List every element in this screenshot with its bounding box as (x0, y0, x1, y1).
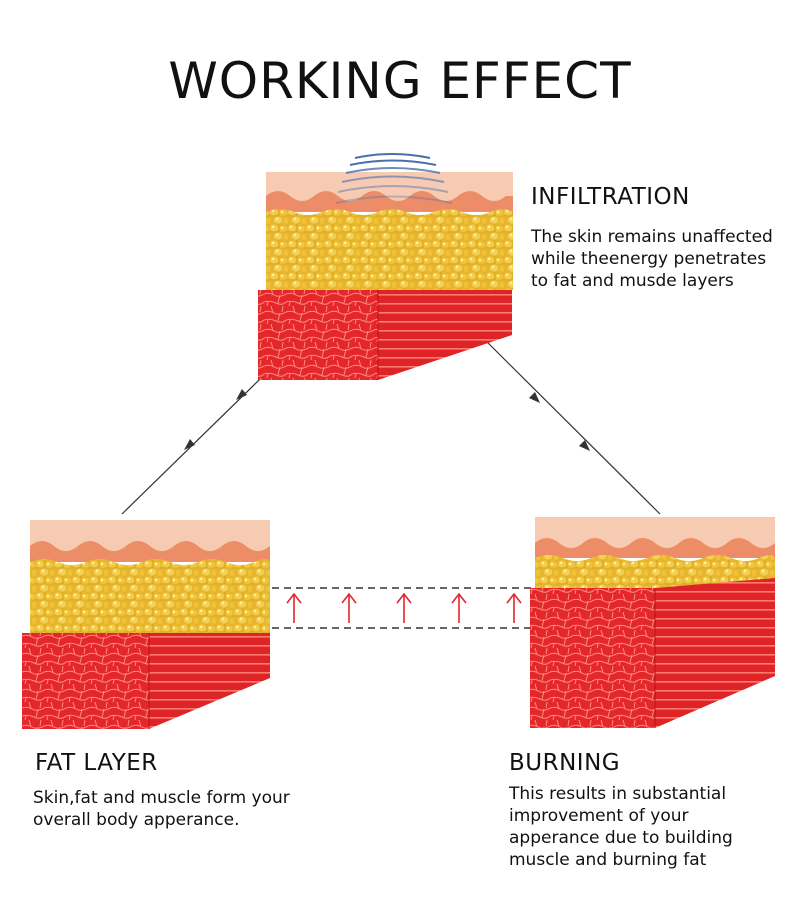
up-arrow-icon (286, 592, 302, 623)
infiltration-line: while theenergy penetrates (531, 249, 767, 269)
infiltration-heading: INFILTRATION (531, 184, 690, 210)
burning-line: muscle and burning fat (509, 850, 707, 870)
up-arrow-icon (396, 592, 412, 623)
burning-line: improvement of your (509, 806, 689, 826)
burning-description: This results in substantial improvement … (509, 783, 779, 871)
burning-line: apperance due to building (509, 828, 733, 848)
triangle-arrowhead-icon (579, 440, 590, 451)
ultrasound-wave-icon (335, 153, 453, 204)
infiltration-tissue-block (258, 153, 513, 380)
infiltration-description: The skin remains unaffected while theene… (531, 226, 791, 292)
up-arrows (286, 592, 522, 623)
fat-layer-line: Skin,fat and muscle form your (33, 788, 290, 808)
up-arrow-icon (451, 592, 467, 623)
triangle-arrowhead-icon (236, 389, 247, 400)
fat-layer-tissue-block (22, 520, 270, 729)
burning-line: This results in substantial (509, 784, 727, 804)
burning-heading: BURNING (509, 750, 621, 776)
up-arrow-icon (506, 592, 522, 623)
connector-infiltration-to-burning (477, 332, 661, 515)
triangle-arrowhead-icon (529, 392, 540, 403)
triangle-arrowhead-icon (184, 439, 195, 450)
burning-tissue-block (530, 517, 775, 728)
fat-layer-line: overall body apperance. (33, 810, 240, 830)
infiltration-line: The skin remains unaffected (531, 227, 773, 247)
page-title: WORKING EFFECT (168, 52, 632, 110)
infiltration-line: to fat and musde layers (531, 271, 734, 291)
fat-layer-heading: FAT LAYER (35, 750, 158, 776)
up-arrow-icon (341, 592, 357, 623)
dashed-bridge (272, 587, 533, 629)
fat-layer-description: Skin,fat and muscle form your overall bo… (33, 787, 333, 831)
